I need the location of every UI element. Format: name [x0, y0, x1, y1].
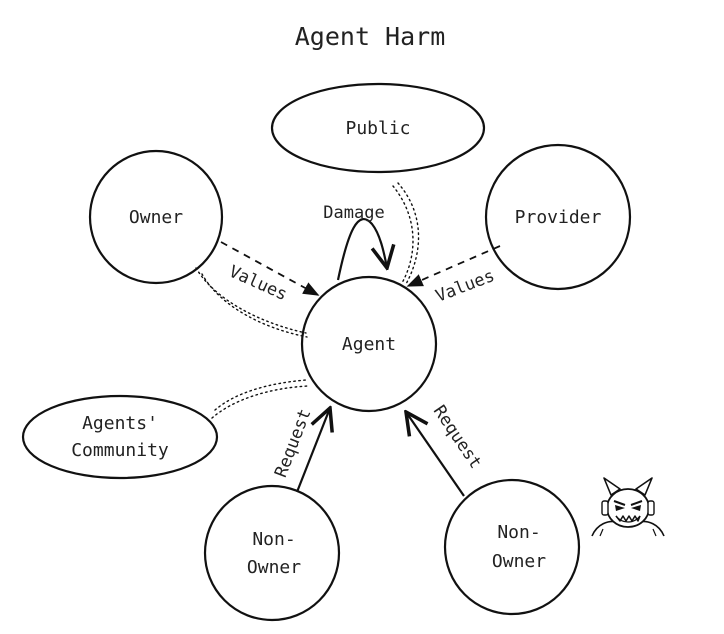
devil-face-icon [591, 477, 665, 537]
node-provider-label: Provider [515, 207, 602, 228]
edge-public-agent-dotted [392, 182, 420, 285]
edge-community-agent-dotted [211, 379, 309, 419]
node-agents-community-label-line2: Community [71, 440, 169, 461]
node-agent: Agent [300, 275, 438, 413]
edge-label-request-right: Request [429, 402, 486, 473]
node-non-owner-right: Non- Owner [443, 478, 581, 616]
edge-request-left [295, 408, 330, 493]
node-provider: Provider [484, 143, 632, 291]
node-agents-community: Agents' Community [21, 394, 219, 480]
node-owner-label: Owner [129, 207, 183, 228]
node-agent-label: Agent [342, 334, 396, 355]
node-owner: Owner [88, 149, 224, 285]
node-public-label: Public [345, 118, 410, 139]
edge-damage-self-loop [336, 218, 387, 281]
edge-provider-to-agent [406, 245, 501, 287]
node-non-owner-left: Non- Owner [203, 484, 341, 622]
node-non-owner-left-label-line1: Non- [252, 529, 295, 550]
node-agents-community-label-line1: Agents' [82, 413, 158, 434]
edge-owner-to-agent [220, 241, 320, 296]
edge-label-request-left: Request [271, 406, 315, 480]
edge-owner-agent-dotted [195, 267, 308, 338]
edge-request-right [406, 412, 465, 497]
edge-label-values-owner: Values [226, 262, 290, 305]
diagram-title: Agent Harm [295, 22, 446, 51]
node-non-owner-right-label-line1: Non- [497, 522, 540, 543]
node-public: Public [270, 82, 486, 174]
node-non-owner-right-label-line2: Owner [492, 551, 546, 572]
edge-label-damage: Damage [323, 203, 384, 223]
node-non-owner-left-label-line2: Owner [247, 557, 301, 578]
edge-label-values-provider: Values [433, 266, 498, 307]
